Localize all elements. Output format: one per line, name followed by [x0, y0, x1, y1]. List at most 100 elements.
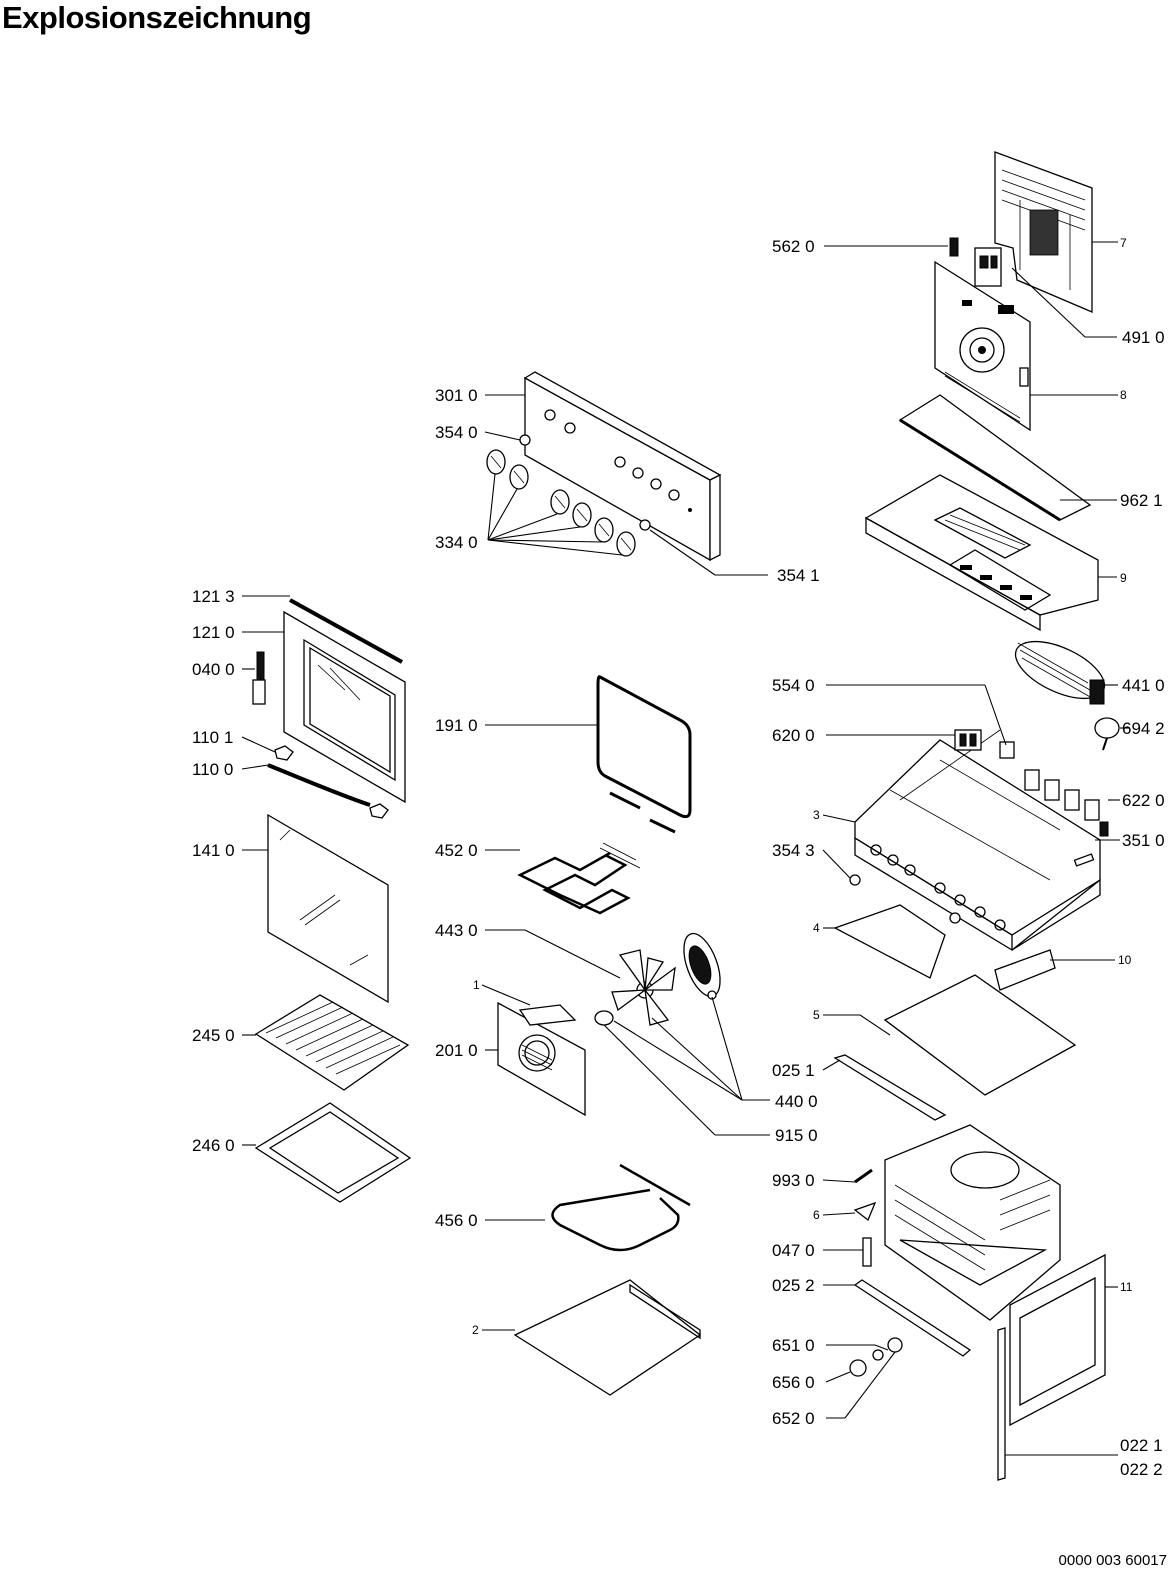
control-housing-part	[854, 729, 1101, 952]
part-label: 6	[813, 1208, 820, 1222]
door-hinge-part	[252, 651, 266, 705]
part-6	[853, 1201, 877, 1222]
door-top-strip	[289, 598, 403, 664]
part-491	[974, 247, 1002, 287]
part-label: 622 0	[1122, 791, 1165, 810]
door-frame-part	[283, 610, 406, 804]
part-label: 440 0	[775, 1092, 818, 1111]
knob-icon	[572, 502, 592, 528]
part-label: 4	[813, 921, 820, 935]
part-label: 334 0	[435, 533, 478, 552]
oven-cavity-part	[884, 1124, 1061, 1321]
part-label: 11	[1120, 1280, 1133, 1294]
part-label: 491 0	[1122, 328, 1165, 347]
page-title: Explosionszeichnung	[2, 0, 312, 35]
part-label: 562 0	[772, 237, 815, 256]
part-label: 246 0	[192, 1136, 235, 1155]
screw-icon	[949, 912, 961, 924]
fan-cover-part	[497, 1001, 586, 1117]
part-label: 022 2	[1120, 1460, 1163, 1479]
part-label: 5	[813, 1008, 820, 1022]
part-label: 354 1	[777, 566, 820, 585]
part-694	[1094, 717, 1120, 739]
part-354-3	[849, 874, 861, 886]
part-label: 301 0	[435, 386, 478, 405]
part-label: 993 0	[772, 1171, 815, 1190]
part-915-0	[594, 1010, 614, 1026]
part-110-1	[274, 745, 294, 761]
part-label: 110 0	[192, 760, 233, 779]
part-label: 694 2	[1122, 719, 1165, 738]
part-label: 9	[1120, 571, 1127, 585]
part-label: 025 2	[772, 1276, 815, 1295]
part-620	[954, 729, 982, 751]
top-cover-part	[864, 474, 1099, 632]
part-label: 121 3	[192, 587, 235, 606]
part-label: 047 0	[772, 1241, 815, 1260]
oven-door-seal-part	[596, 675, 692, 819]
part-label: 141 0	[192, 841, 235, 860]
fan-motor-part	[683, 932, 721, 1000]
part-label: 025 1	[772, 1061, 815, 1080]
control-panel-part	[523, 371, 722, 562]
part-label: 962 1	[1120, 491, 1163, 510]
part-554	[999, 741, 1015, 759]
bracket-part-4	[833, 904, 946, 979]
control-knobs	[486, 449, 636, 557]
door-inner-part-11	[1009, 1253, 1106, 1427]
upper-heating-element	[517, 851, 631, 915]
knob-icon	[550, 489, 570, 515]
switch-block-part	[1024, 769, 1109, 837]
part-label: 3	[813, 808, 820, 822]
knob-icon	[486, 449, 506, 475]
lamp-cover-part	[849, 1359, 867, 1377]
baking-tray-part	[254, 1102, 412, 1203]
back-wall-part	[934, 260, 1031, 432]
lower-heating-element	[551, 1163, 691, 1252]
door-glass-part	[267, 813, 389, 1004]
part-993	[854, 1168, 873, 1184]
part-label: 2	[472, 1323, 479, 1337]
part-label: 1	[473, 978, 480, 992]
part-label: 022 1	[1120, 1436, 1163, 1455]
part-label: 110 1	[192, 728, 233, 747]
part-label: 443 0	[435, 921, 478, 940]
part-351	[1073, 853, 1095, 867]
knob-icon	[594, 517, 614, 543]
part-047	[862, 1237, 872, 1267]
part-label: 10	[1118, 953, 1132, 967]
part-354-0	[519, 434, 531, 446]
part-label: 191 0	[435, 716, 478, 735]
wire-shelf-part	[254, 994, 410, 1091]
part-label: 121 0	[192, 623, 235, 642]
part-label: 354 0	[435, 423, 478, 442]
fan-blade-part	[611, 949, 676, 1026]
document-number: 0000 003 60017	[1058, 1552, 1167, 1569]
part-label: 452 0	[435, 841, 478, 860]
rail-part-0251	[833, 1054, 947, 1121]
lamp-socket-part	[887, 1337, 903, 1353]
duct-part-10	[994, 949, 1056, 991]
knob-icon	[509, 464, 529, 490]
tangential-fan-part	[1014, 640, 1106, 705]
part-labels: 562 0 7 491 0 8 962 1 9 301 0 354 0 334 …	[192, 236, 1165, 1479]
part-label: 652 0	[772, 1409, 815, 1428]
part-label: 7	[1120, 236, 1127, 250]
part-label: 915 0	[775, 1126, 818, 1145]
lamp-bulb-part	[872, 1349, 884, 1361]
rail-part-0252	[853, 1279, 972, 1357]
part-label: 201 0	[435, 1041, 478, 1060]
part-label: 554 0	[772, 676, 815, 695]
part-label: 351 0	[1122, 831, 1165, 850]
part-label: 8	[1120, 388, 1127, 402]
bottom-plate-part	[513, 1279, 702, 1396]
part-354-1	[639, 519, 651, 531]
part-label: 441 0	[1122, 676, 1165, 695]
trim-strip-part	[997, 1327, 1006, 1481]
part-label: 354 3	[772, 841, 815, 860]
part-label: 245 0	[192, 1026, 235, 1045]
rear-cover-part	[994, 151, 1093, 313]
part-label: 656 0	[772, 1373, 815, 1392]
part-label: 620 0	[772, 726, 815, 745]
